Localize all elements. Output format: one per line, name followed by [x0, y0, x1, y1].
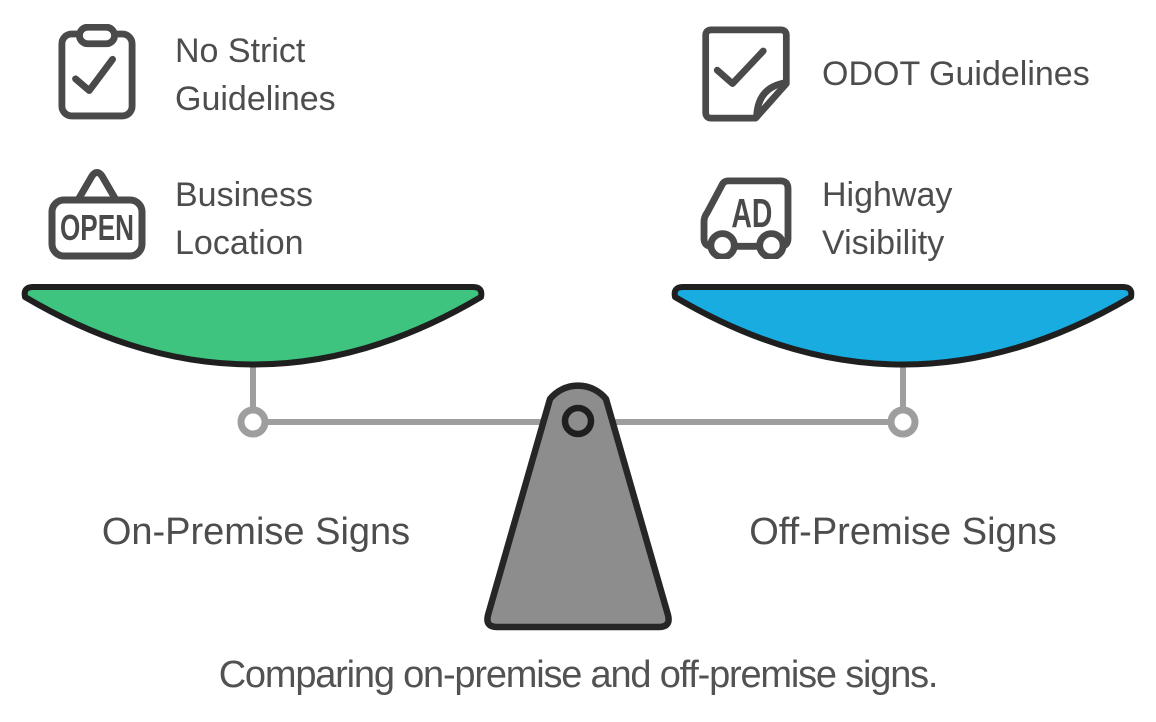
clipboard-check-icon: [58, 24, 136, 120]
feature-label-odot-guidelines: ODOT Guidelines: [822, 55, 1090, 93]
open-sign-icon: OPEN: [48, 169, 146, 260]
ad-truck-text: AD: [731, 190, 772, 236]
feature-label-no-strict-guidelines: No Strict Guidelines: [175, 32, 336, 118]
open-sign-text: OPEN: [60, 207, 134, 248]
right-pan-label: Off-Premise Signs: [749, 511, 1057, 553]
left-pan-label: On-Premise Signs: [101, 511, 411, 553]
left-pan: [21, 284, 485, 368]
fulcrum: [484, 382, 672, 631]
right-pan-ring: [887, 406, 919, 438]
document-check-icon: [702, 26, 790, 122]
left-pan-ring: [237, 406, 269, 438]
feature-label-highway-visibility: Highway Visibility: [822, 176, 953, 262]
caption: Comparing on-premise and off-premise sig…: [218, 654, 939, 696]
feature-label-business-location: Business Location: [175, 176, 313, 262]
fulcrum-pivot-hole: [561, 404, 595, 438]
ad-truck-icon: AD: [700, 177, 792, 259]
right-pan: [671, 284, 1135, 368]
